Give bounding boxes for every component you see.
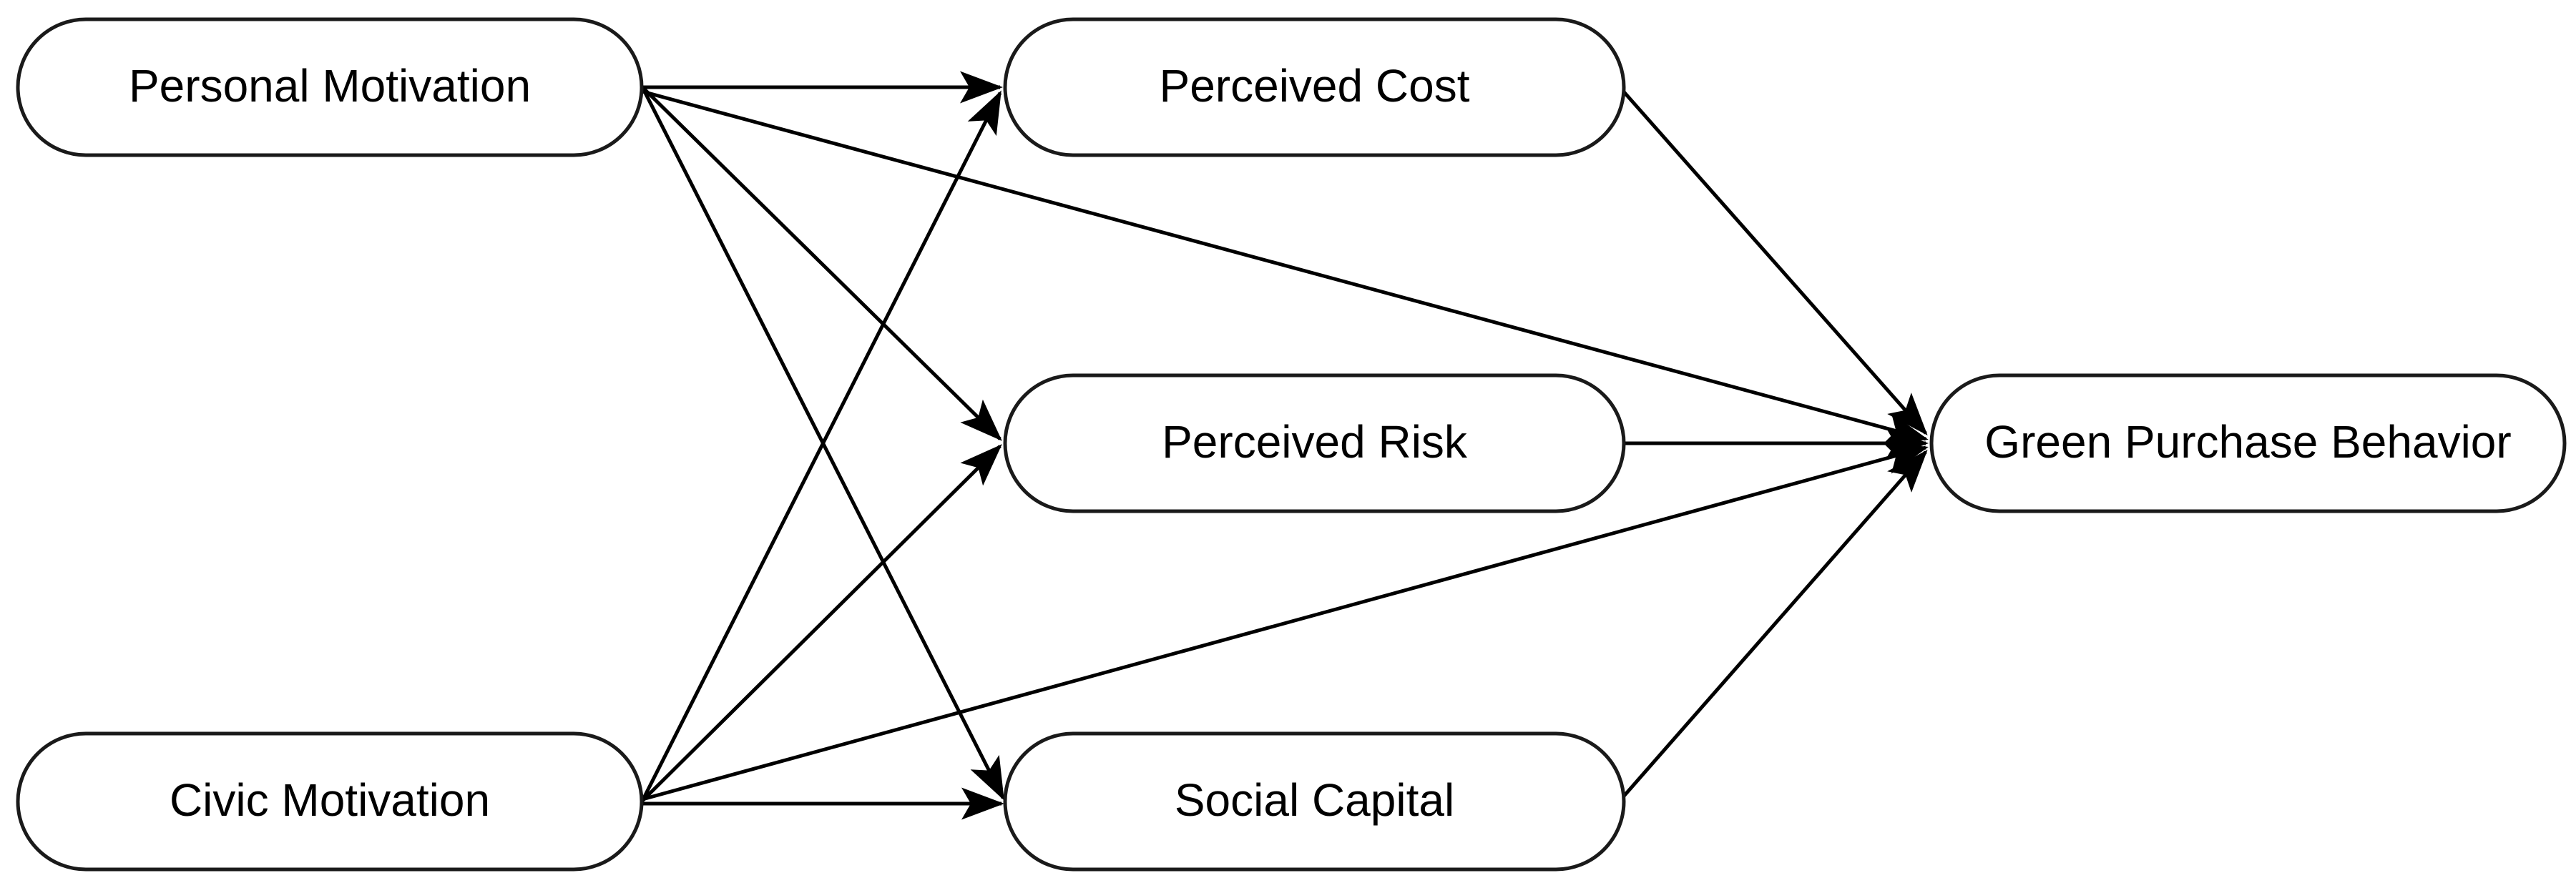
node-shape-perceived-risk[interactable] (1003, 373, 1626, 513)
edge-arrow-personal-motivation-to-green-purchase-behavior (642, 89, 1929, 445)
edge-cm-gpb[interactable] (642, 443, 1929, 801)
node-shape-perceived-cost[interactable] (1003, 17, 1626, 157)
edge-pc-gpb[interactable] (1620, 87, 1928, 435)
edge-pm-pr[interactable] (641, 86, 1002, 441)
edge-arrow-personal-motivation-to-perceived-risk (641, 86, 1002, 441)
edge-arrow-civic-motivation-to-perceived-risk (641, 444, 1002, 802)
node-personal-motivation[interactable]: Personal Motivation (16, 17, 644, 157)
node-shape-social-capital[interactable] (1003, 731, 1626, 872)
edge-cm-pr[interactable] (641, 444, 1002, 802)
edge-cm-pc[interactable] (640, 90, 1002, 802)
node-shape-green-purchase-behavior[interactable] (1929, 373, 2567, 513)
edges-layer (640, 71, 1929, 820)
node-perceived-cost[interactable]: Perceived Cost (1003, 17, 1626, 157)
node-social-capital[interactable]: Social Capital (1003, 731, 1626, 872)
edge-pm-gpb[interactable] (642, 89, 1929, 445)
edge-arrow-social-capital-to-green-purchase-behavior (1620, 449, 1928, 801)
edge-arrow-civic-motivation-to-perceived-cost (640, 90, 1002, 802)
node-green-purchase-behavior[interactable]: Green Purchase Behavior (1929, 373, 2567, 513)
node-perceived-risk[interactable]: Perceived Risk (1003, 373, 1626, 513)
node-shape-civic-motivation[interactable] (16, 731, 644, 872)
edge-sc-gpb[interactable] (1620, 449, 1928, 801)
edge-arrow-civic-motivation-to-green-purchase-behavior (642, 443, 1929, 801)
edge-arrow-perceived-cost-to-green-purchase-behavior (1620, 87, 1928, 435)
node-shape-personal-motivation[interactable] (16, 17, 644, 157)
node-civic-motivation[interactable]: Civic Motivation (16, 731, 644, 872)
